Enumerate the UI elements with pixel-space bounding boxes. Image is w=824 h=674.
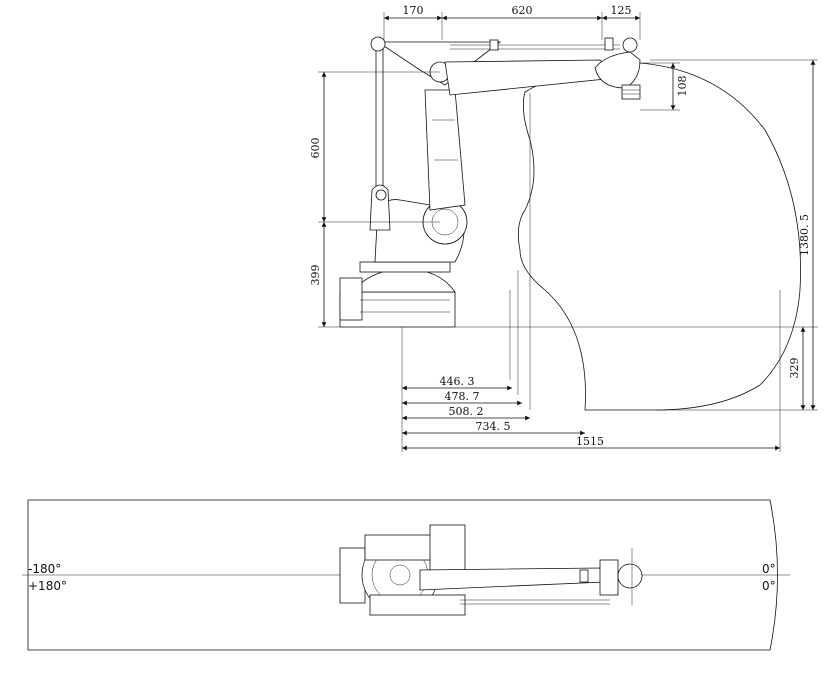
dim-125: 125 [611,4,632,17]
top-view: -180° +180° 0° 0° [22,499,790,651]
dim-1380-5: 1380. 5 [798,214,811,256]
dim-399: 399 [309,265,322,286]
top-base-bracket [339,547,366,604]
angle-label-0-bottom: 0° [762,579,776,593]
flange [621,84,641,100]
dim-734-5: 734. 5 [476,420,511,433]
lower-arm [424,89,466,211]
dim-600: 600 [309,138,322,159]
forearm [444,59,616,96]
robot-top [339,524,643,616]
top-motor [369,594,466,616]
angle-label-0-top: 0° [762,562,776,576]
top-lower-arm [429,524,466,571]
turntable-flange [359,261,451,273]
dim-508-2: 508. 2 [449,405,484,418]
dimension-lines [318,12,818,452]
parallel-rod [375,47,384,194]
top-forearm [419,567,606,591]
top-envelope-outline [27,499,778,651]
side-view: 170 620 125 108 600 399 1380. 5 329 446.… [309,4,818,452]
motor-housing [339,277,363,321]
wrist-joint [622,37,638,53]
dim-329: 329 [788,358,801,379]
work-envelope-outline [509,62,801,411]
top-wrist [617,563,643,589]
angle-label-neg-180: -180° [28,562,61,576]
angle-label-pos-180: +180° [28,579,67,593]
robot-side [339,36,641,328]
dim-446-3: 446. 3 [440,375,475,388]
dim-478-7: 478. 7 [445,390,480,403]
dim-108: 108 [676,76,689,97]
dim-1515: 1515 [576,435,604,448]
top-wrist-housing [599,559,619,596]
dim-620: 620 [512,4,533,17]
wrist-housing [594,51,641,89]
dim-170: 170 [403,4,424,17]
